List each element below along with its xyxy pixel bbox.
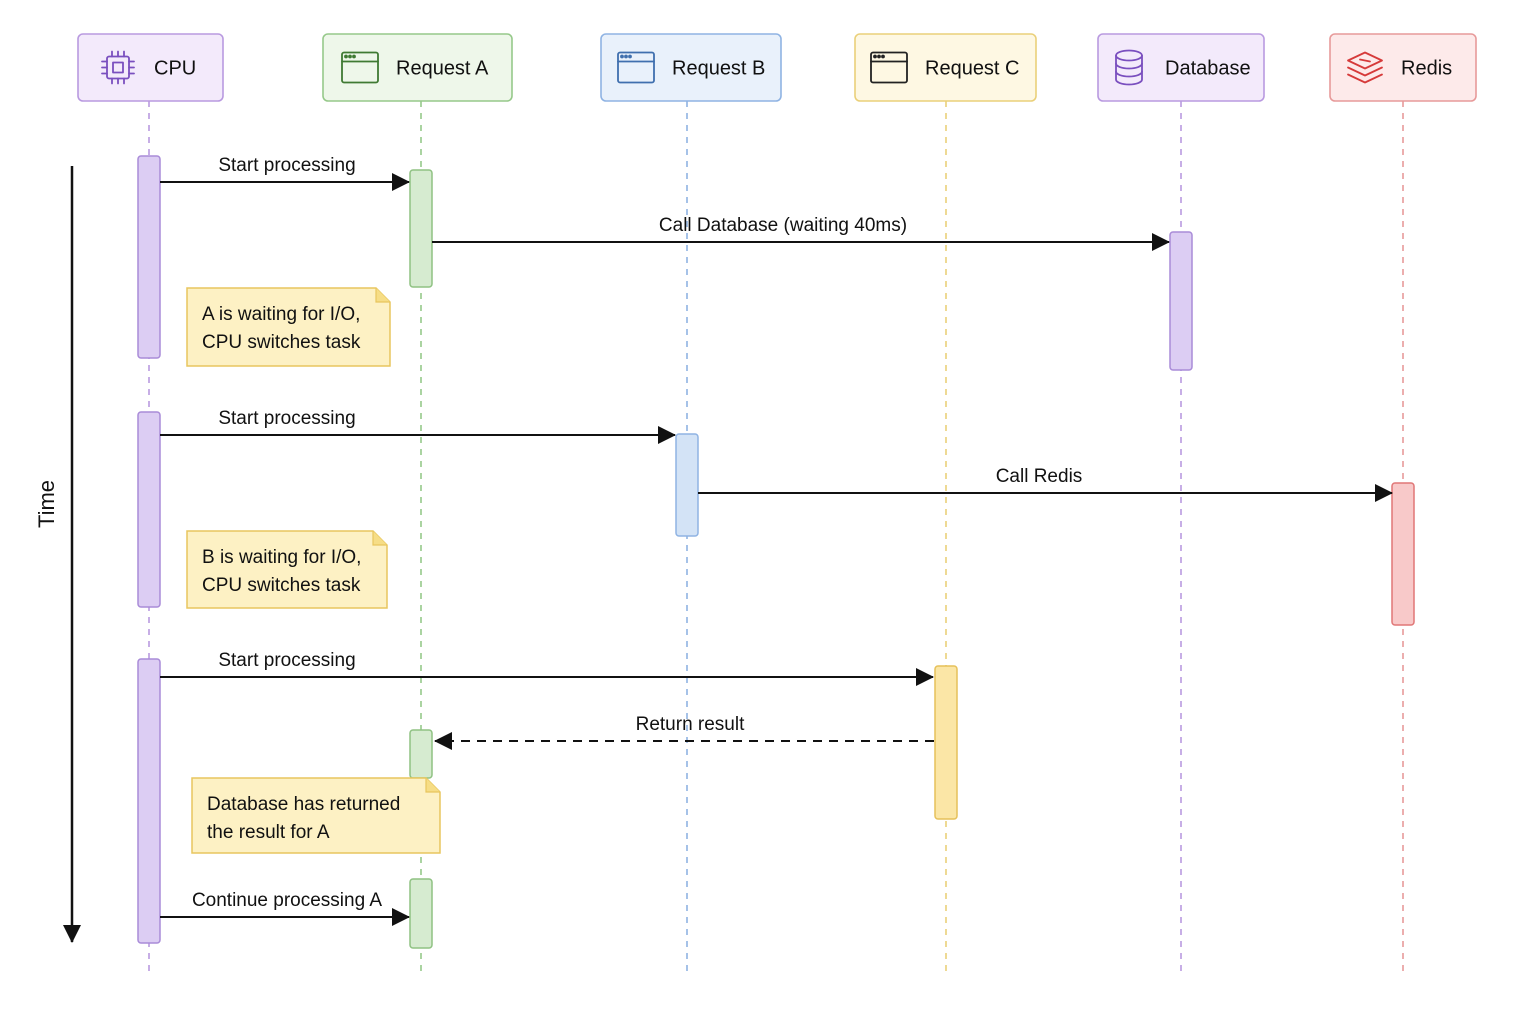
participant-reqA: Request A	[322, 33, 513, 102]
note-text-line: B is waiting for I/O,	[202, 547, 361, 568]
activation-bar-redis	[1391, 482, 1415, 626]
message-label-m1: Start processing	[218, 155, 355, 176]
database-icon	[1115, 49, 1143, 86]
participant-label: Database	[1165, 58, 1251, 80]
note-fold	[372, 531, 387, 546]
note-box	[186, 287, 391, 367]
message-label-m3: Start processing	[218, 408, 355, 429]
participant-label: Request B	[672, 58, 765, 80]
browser-window-icon	[617, 51, 655, 84]
participant-reqC: Request C	[854, 33, 1037, 102]
activation-bar-cpu	[137, 658, 161, 944]
participant-db: Database	[1097, 33, 1265, 102]
participant-box	[77, 33, 224, 102]
activation-bar-reqB	[675, 433, 699, 537]
participant-label: CPU	[154, 58, 196, 80]
participant-box	[600, 33, 782, 102]
note-n1: A is waiting for I/O, CPU switches task	[186, 287, 391, 367]
time-axis-label: Time	[34, 480, 59, 528]
participant-headers: CPU Request A Request B Request C Database Re…	[77, 33, 1477, 102]
activation-bar-reqC	[934, 665, 958, 820]
browser-window-icon	[341, 51, 379, 84]
activation-bar-cpu	[137, 155, 161, 359]
time-axis: Time	[34, 166, 81, 943]
message-label-m2: Call Database (waiting 40ms)	[659, 215, 907, 236]
redis-layers-icon	[1347, 51, 1383, 84]
activation-bar-cpu	[137, 411, 161, 608]
note-n3: Database has returned the result for A	[191, 777, 441, 854]
message-label-m7: Continue processing A	[192, 890, 382, 911]
activation-bar-reqA	[409, 169, 433, 288]
participant-label: Redis	[1401, 58, 1452, 80]
participant-label: Request A	[396, 58, 489, 80]
note-n2: B is waiting for I/O, CPU switches task	[186, 530, 388, 609]
browser-window-icon	[870, 51, 908, 84]
participant-cpu: CPU	[77, 33, 224, 102]
activation-bar-reqA	[409, 729, 433, 779]
participant-box	[322, 33, 513, 102]
message-label-m4: Call Redis	[996, 466, 1083, 487]
message-label-m6: Return result	[636, 714, 745, 735]
note-text-line: CPU switches task	[202, 575, 361, 596]
note-text-line: A is waiting for I/O,	[202, 304, 360, 325]
participant-box	[854, 33, 1037, 102]
note-fold	[375, 288, 390, 303]
note-text-line: Database has returned	[207, 794, 400, 815]
note-fold	[425, 778, 440, 793]
participant-box	[1329, 33, 1477, 102]
cpu-icon	[101, 50, 135, 85]
participant-label: Request C	[925, 58, 1020, 80]
message-label-m5: Start processing	[218, 650, 355, 671]
note-box	[191, 777, 441, 854]
participant-box	[1097, 33, 1265, 102]
notes: A is waiting for I/O,CPU switches taskB …	[186, 287, 441, 854]
activations	[137, 155, 1415, 949]
note-text-line: CPU switches task	[202, 332, 361, 353]
activation-bar-reqA	[409, 878, 433, 949]
note-box	[186, 530, 388, 609]
note-text-line: the result for A	[207, 822, 330, 843]
activation-bar-db	[1169, 231, 1193, 371]
participant-reqB: Request B	[600, 33, 782, 102]
participant-redis: Redis	[1329, 33, 1477, 102]
